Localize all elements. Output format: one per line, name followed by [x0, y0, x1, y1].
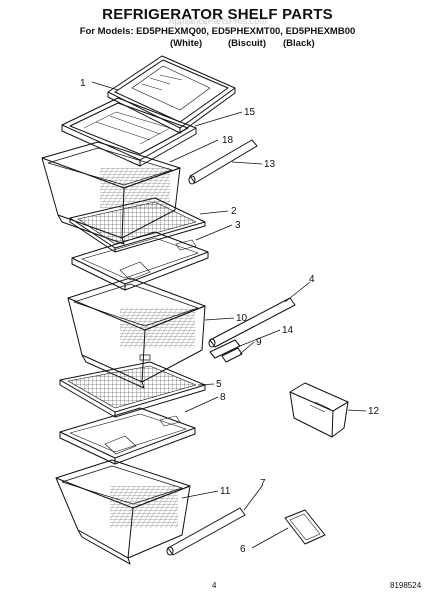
callout-3: 3 — [235, 220, 241, 231]
callout-12: 12 — [368, 406, 380, 417]
part-2-shelf — [69, 197, 206, 253]
callout-5: 5 — [216, 379, 222, 390]
page-number: 4 — [212, 581, 217, 590]
callout-15: 15 — [244, 107, 256, 118]
part-15-glass-shelf — [61, 97, 197, 167]
callout-13: 13 — [264, 159, 276, 170]
part-8-cover-frame — [59, 407, 196, 465]
callout-18: 18 — [222, 135, 234, 146]
callout-2: 2 — [231, 206, 237, 217]
leader-lines — [91, 81, 367, 549]
callout-7: 7 — [260, 478, 266, 489]
callout-10: 10 — [236, 313, 248, 324]
part-18-crisper-drawer — [41, 141, 181, 245]
part-12-bin — [289, 382, 349, 438]
part-5-shelf — [59, 361, 206, 418]
callout-1: 1 — [80, 78, 86, 89]
part-3-cover-frame — [71, 231, 209, 291]
part-10-crisper-drawer — [67, 277, 206, 389]
part-4-tube — [208, 297, 296, 348]
callout-9: 9 — [256, 337, 262, 348]
part-9-clip — [221, 347, 243, 363]
callout-6: 6 — [240, 544, 246, 555]
variant-biscuit: (Biscuit) — [228, 38, 266, 49]
callout-4: 4 — [309, 274, 315, 285]
part-1-glass-shelf — [107, 55, 236, 134]
variant-black: (Black) — [283, 38, 315, 49]
callout-14: 14 — [282, 325, 294, 336]
part-6-bracket — [284, 509, 326, 545]
document-number: 8198524 — [390, 581, 422, 590]
callout-labels: 1 15 18 13 2 3 4 10 14 9 5 8 12 11 7 6 — [80, 78, 380, 555]
part-7-tube — [166, 507, 246, 556]
variant-white: (White) — [170, 38, 203, 49]
part-13-tube — [188, 139, 258, 185]
callout-8: 8 — [220, 392, 226, 403]
models-line: For Models: ED5PHEXMQ00, ED5PHEXMT00, ED… — [79, 26, 356, 37]
page-title: REFRIGERATOR SHELF PARTS — [102, 6, 333, 23]
part-11-crisper-drawer — [55, 459, 191, 565]
callout-11: 11 — [220, 486, 231, 497]
